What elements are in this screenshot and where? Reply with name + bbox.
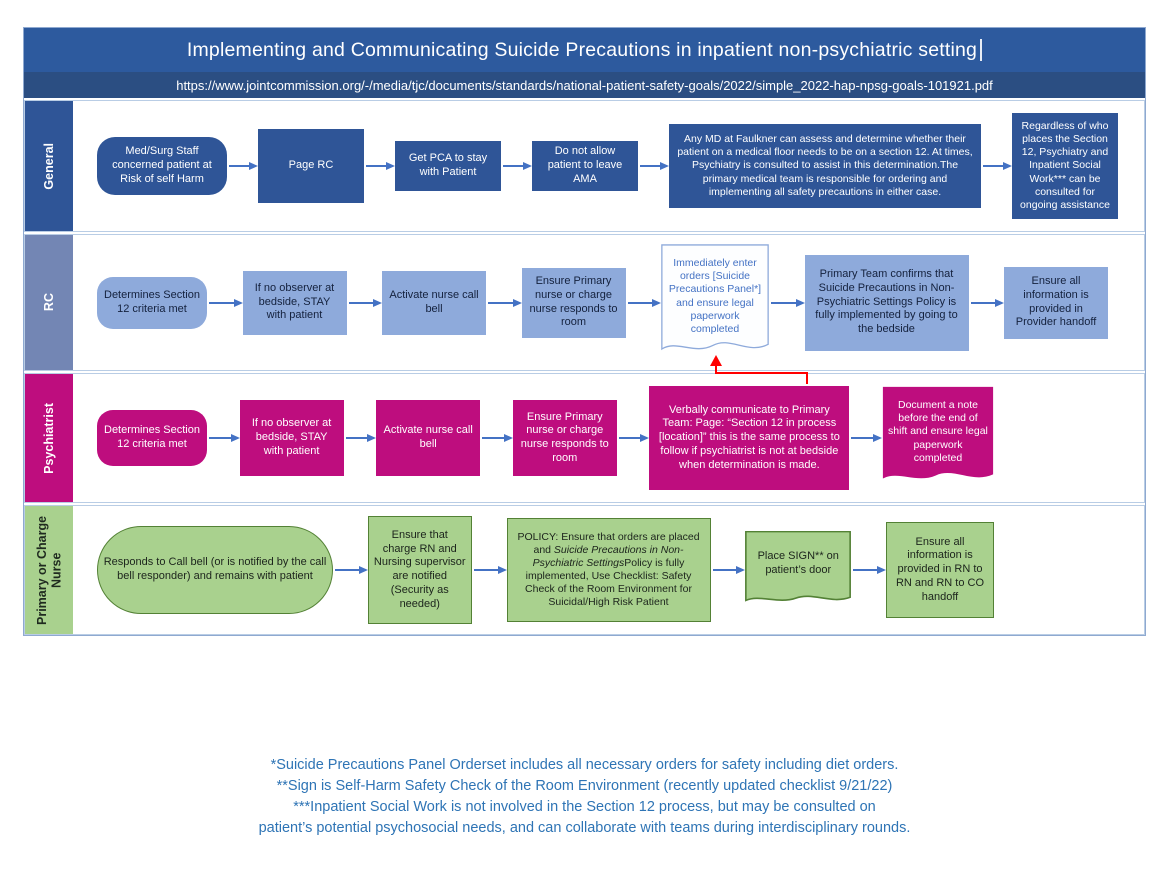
flow-arrow (209, 434, 240, 442)
flow-arrow (335, 566, 368, 574)
footnotes: *Suicide Precautions Panel Orderset incl… (0, 755, 1169, 839)
lane-nurse: Primary or Charge Nurse Responds to Call… (24, 505, 1145, 635)
node-rc-team-confirms: Primary Team confirms that Suicide Preca… (804, 254, 969, 351)
lane-label-rc: RC (25, 235, 73, 370)
source-url-bar: https://www.jointcommission.org/-/media/… (24, 72, 1145, 98)
lane-label-text: Primary or Charge Nurse (34, 515, 63, 625)
flow-arrow (348, 298, 382, 307)
lane-general-content: Med/Surg Staff concerned patient at Risk… (73, 101, 1144, 231)
node-text: Immediately enter orders [Suicide Precau… (668, 257, 762, 335)
footnote-line: **Sign is Self-Harm Safety Check of the … (276, 778, 893, 794)
node-text: Place SIGN** on patient’s door (757, 550, 839, 576)
flow-arrow (771, 298, 804, 307)
lane-rc-content: Determines Section 12 criteria met If no… (73, 235, 1144, 370)
flow-arrow (983, 162, 1012, 170)
footnote-line: *Suicide Precautions Panel Orderset incl… (270, 757, 899, 773)
node-text: Document a note before the end of shift … (888, 399, 988, 464)
flow-arrow (473, 566, 507, 574)
title-bar: Implementing and Communicating Suicide P… (24, 28, 1145, 72)
node-text: Activate nurse call bell (389, 288, 479, 315)
node-nurse-notify: Ensure that charge RN and Nursing superv… (367, 516, 472, 624)
node-psy-callbell: Activate nurse call bell (376, 400, 481, 476)
flow-arrow (503, 162, 532, 170)
lane-general: General Med/Surg Staff concerned patient… (24, 100, 1145, 232)
node-psy-criteria: Determines Section 12 criteria met (97, 410, 207, 466)
node-text: Determines Section 12 criteria met (104, 424, 200, 450)
footnote-line: ***Inpatient Social Work is not involved… (293, 799, 876, 815)
node-psy-ensure-nurse: Ensure Primary nurse or charge nurse res… (512, 400, 617, 476)
flow-arrow (345, 434, 376, 442)
node-rc-enter-orders: Immediately enter orders [Suicide Precau… (661, 244, 769, 362)
node-text: Page RC (288, 159, 334, 172)
lane-psychiatrist: Psychiatrist Determines Section 12 crite… (24, 373, 1145, 503)
node-rc-ensure-nurse: Ensure Primary nurse or charge nurse res… (521, 267, 626, 338)
node-nurse-policy: POLICY: Ensure that orders are placed an… (506, 518, 711, 622)
node-text: Ensure Primary nurse or charge nurse res… (520, 410, 609, 464)
flow-arrow (229, 162, 258, 170)
flow-arrow (851, 434, 882, 442)
node-rc-provider-handoff: Ensure all information is provided in Pr… (1004, 266, 1108, 339)
text-cursor (980, 39, 983, 61)
document-shape (745, 531, 851, 609)
node-nurse-responds: Responds to Call bell (or is notified by… (97, 526, 333, 614)
node-md-assess: Any MD at Faulkner can assess and determ… (669, 124, 981, 208)
flow-arrow (853, 566, 886, 574)
node-rc-stay: If no observer at bedside, STAY with pat… (242, 270, 347, 335)
lane-label-text: Psychiatrist (41, 402, 56, 474)
node-page-rc: Page RC (258, 129, 364, 203)
node-nurse-handoff: Ensure all information is provided in RN… (886, 522, 994, 618)
node-text: Get PCA to stay with Patient (408, 152, 488, 178)
lane-label-text: General (41, 142, 56, 190)
node-medsurg-risk: Med/Surg Staff concerned patient at Risk… (97, 137, 227, 195)
lane-label-general: General (25, 101, 73, 231)
lane-rc: RC Determines Section 12 criteria met If… (24, 234, 1145, 371)
page-title: Implementing and Communicating Suicide P… (186, 38, 978, 61)
node-text: If no observer at bedside, STAY with pat… (254, 281, 335, 322)
node-text: Responds to Call bell (or is notified by… (103, 556, 327, 582)
node-text: Primary Team confirms that Suicide Preca… (815, 268, 958, 336)
flow-arrow (618, 434, 649, 442)
document-shape (882, 386, 994, 479)
flow-arrow (712, 566, 745, 574)
node-text: Ensure all information is provided in Pr… (1015, 275, 1097, 329)
node-nurse-sign: Place SIGN** on patient’s door (745, 531, 851, 609)
node-text: Ensure Primary nurse or charge nurse res… (529, 275, 618, 329)
flow-arrow (482, 434, 513, 442)
node-text: Regardless of who places the Section 12,… (1020, 120, 1110, 211)
node-text: Ensure all information is provided in RN… (895, 535, 985, 603)
node-psy-document-note: Document a note before the end of shift … (882, 386, 994, 490)
flow-arrow (366, 162, 395, 170)
node-psy-verbal-communicate: Verbally communicate to Primary Team: Pa… (649, 386, 850, 490)
footnote-line: patient’s potential psychosocial needs, … (258, 820, 911, 836)
flow-arrow (627, 298, 661, 307)
node-text: Do not allow patient to leave AMA (547, 145, 623, 185)
node-rc-callbell: Activate nurse call bell (382, 270, 486, 335)
lane-psychiatrist-content: Determines Section 12 criteria met If no… (73, 374, 1144, 502)
node-text: Determines Section 12 criteria met (104, 288, 200, 315)
lane-nurse-content: Responds to Call bell (or is notified by… (73, 506, 1144, 634)
node-text: If no observer at bedside, STAY with pat… (251, 417, 332, 457)
flow-arrow (209, 298, 242, 307)
flowchart: Implementing and Communicating Suicide P… (23, 27, 1146, 636)
node-get-pca: Get PCA to stay with Patient (395, 141, 501, 191)
node-text: POLICY: Ensure that orders are placed an… (517, 530, 700, 609)
node-rc-criteria: Determines Section 12 criteria met (97, 276, 207, 329)
lane-label-nurse: Primary or Charge Nurse (25, 506, 73, 634)
document-shape (661, 244, 769, 362)
node-text: Verbally communicate to Primary Team: Pa… (658, 403, 840, 471)
node-no-ama: Do not allow patient to leave AMA (532, 141, 638, 191)
lane-label-text: RC (41, 293, 56, 312)
flow-arrow (970, 298, 1004, 307)
flow-arrow (640, 162, 669, 170)
node-text: Any MD at Faulkner can assess and determ… (677, 133, 973, 198)
lane-label-psychiatrist: Psychiatrist (25, 374, 73, 502)
flow-arrow (488, 298, 521, 307)
node-text: Ensure that charge RN and Nursing superv… (373, 528, 466, 610)
node-text: Activate nurse call bell (383, 424, 473, 450)
source-url-link[interactable]: https://www.jointcommission.org/-/media/… (176, 77, 993, 93)
node-ongoing-assistance: Regardless of who places the Section 12,… (1012, 113, 1118, 219)
node-text: Med/Surg Staff concerned patient at Risk… (112, 145, 212, 185)
node-psy-stay: If no observer at bedside, STAY with pat… (239, 400, 344, 476)
